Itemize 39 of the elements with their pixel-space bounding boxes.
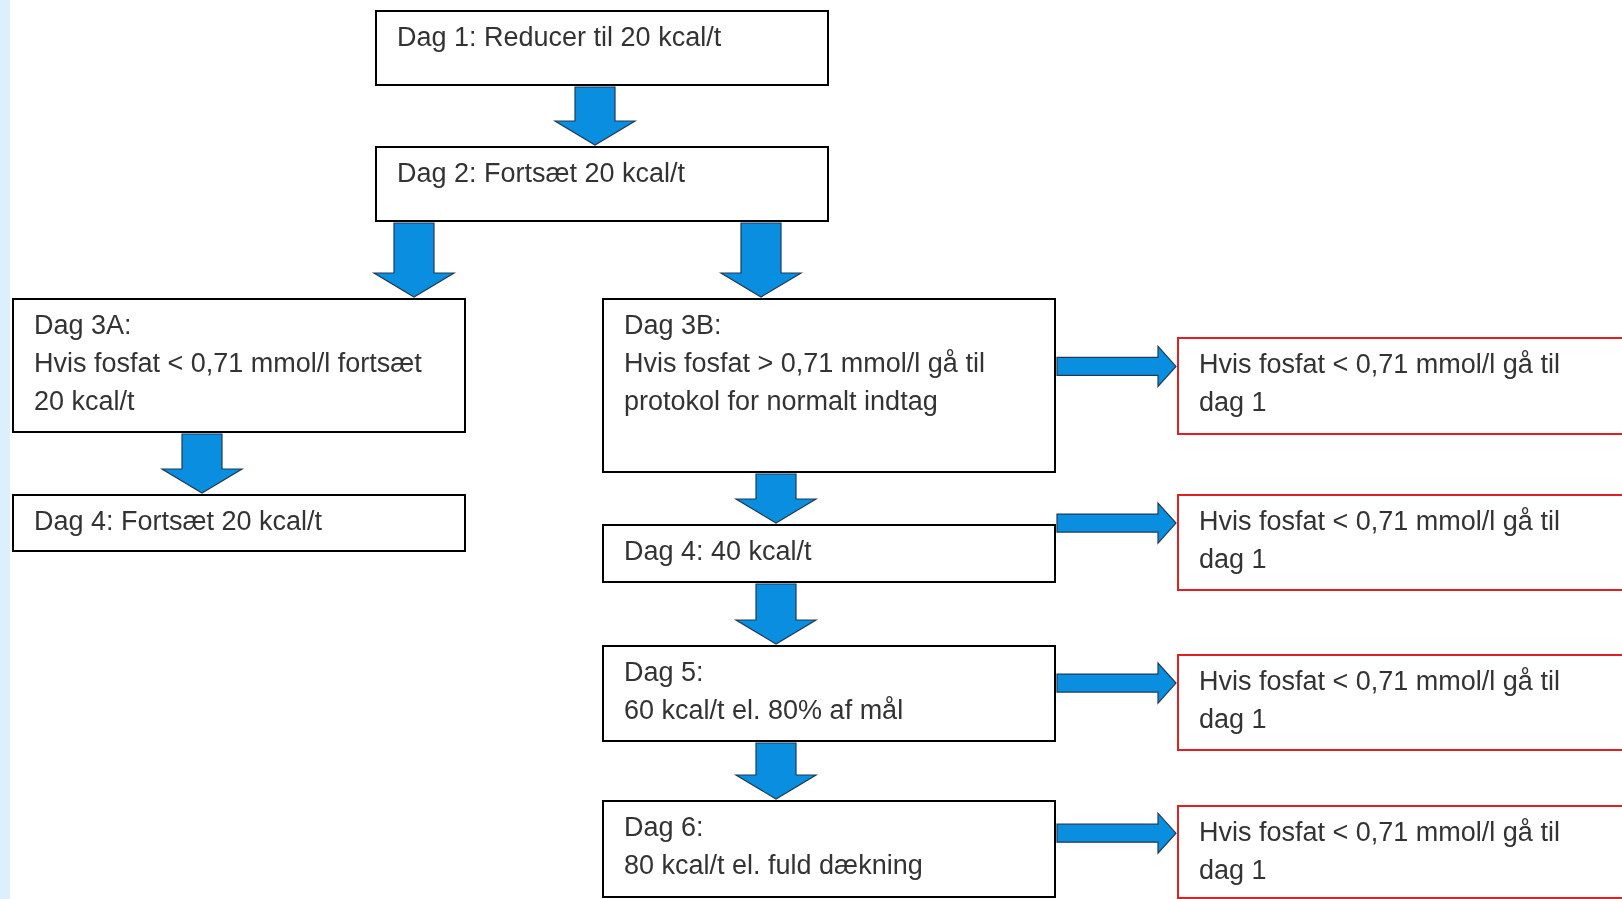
step-text: Dag 3A: bbox=[34, 309, 133, 342]
step-box bbox=[375, 10, 829, 86]
step-text: Hvis fosfat < 0,71 mmol/l gå til dag 1 bbox=[1199, 816, 1561, 887]
block-arrow bbox=[733, 473, 819, 524]
block-arrow bbox=[1056, 811, 1177, 855]
warning-box bbox=[1177, 337, 1622, 435]
warning-box bbox=[1177, 494, 1622, 591]
step-text: Dag 2: Fortsæt 20 kcal/t bbox=[397, 157, 687, 190]
block-arrow bbox=[552, 86, 638, 146]
step-detail: 80 kcal/t el. fuld dækning bbox=[624, 849, 924, 882]
block-arrow bbox=[733, 742, 819, 800]
step-box bbox=[602, 524, 1056, 583]
step-text: Dag 4: 40 kcal/t bbox=[624, 535, 813, 568]
step-box bbox=[602, 298, 1056, 473]
step-text: Dag 6: bbox=[624, 811, 705, 844]
block-arrow bbox=[718, 222, 804, 298]
step-text: Dag 4: Fortsæt 20 kcal/t bbox=[34, 505, 324, 538]
step-text: Dag 1: Reducer til 20 kcal/t bbox=[397, 21, 723, 54]
step-box bbox=[12, 494, 466, 552]
step-text: Hvis fosfat < 0,71 mmol/l gå til dag 1 bbox=[1199, 665, 1561, 736]
step-text: Dag 5: bbox=[624, 656, 705, 689]
step-detail: 60 kcal/t el. 80% af mål bbox=[624, 694, 905, 727]
block-arrow bbox=[1056, 661, 1177, 705]
step-detail: Hvis fosfat < 0,71 mmol/l fortsæt 20 kcal/t bbox=[34, 347, 423, 418]
step-text: Hvis fosfat < 0,71 mmol/l gå til dag 1 bbox=[1199, 348, 1561, 419]
block-arrow bbox=[1056, 344, 1177, 388]
step-detail: Hvis fosfat > 0,71 mmol/l gå til protokol for normalt indtag bbox=[624, 347, 986, 418]
warning-box bbox=[1177, 805, 1622, 899]
block-arrow bbox=[1056, 501, 1177, 545]
step-text: Dag 3B: bbox=[624, 309, 723, 342]
block-arrow bbox=[733, 583, 819, 645]
block-arrow bbox=[159, 433, 245, 494]
step-text: Hvis fosfat < 0,71 mmol/l gå til dag 1 bbox=[1199, 505, 1561, 576]
step-box bbox=[602, 645, 1056, 742]
warning-box bbox=[1177, 654, 1622, 751]
step-box bbox=[12, 298, 466, 433]
step-box bbox=[375, 146, 829, 222]
step-box bbox=[602, 800, 1056, 898]
block-arrow bbox=[371, 222, 457, 298]
